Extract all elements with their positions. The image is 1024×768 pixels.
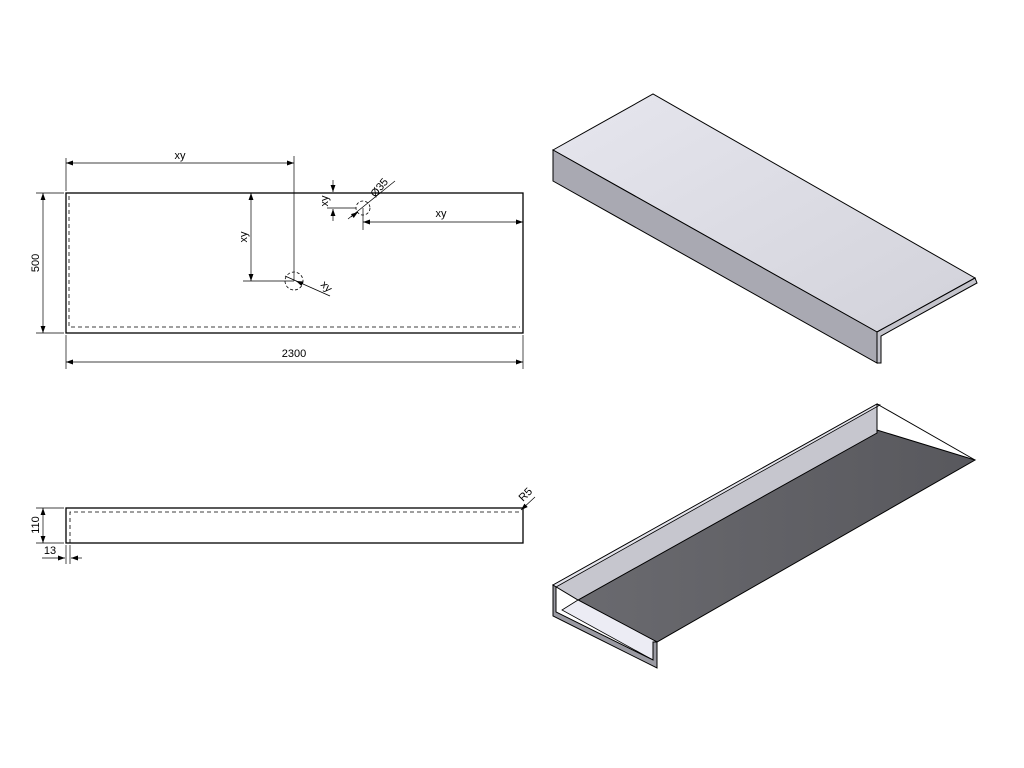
large-hole-y-dimension: xy — [238, 231, 250, 243]
length-dimension: 2300 — [282, 348, 306, 360]
small-hole-x-dimension: xy — [436, 208, 448, 220]
side-view: 110 13 R5 — [30, 486, 536, 564]
depth-dimension: 500 — [30, 254, 42, 272]
side-return-face — [876, 277, 978, 364]
end-profile — [552, 584, 658, 669]
small-hole-diameter-dimension: Ø35 — [368, 176, 391, 200]
isometric-bottom-view — [552, 403, 977, 669]
large-hole-size-dimension: xy — [318, 279, 335, 296]
large-hole-x-dimension: xy — [175, 150, 187, 162]
side-hidden-line — [69, 511, 520, 543]
plan-view: 2300 500 xy xy xy xy xy Ø35 — [30, 150, 524, 369]
hidden-edge-line — [68, 196, 520, 328]
isometric-top-view — [551, 93, 978, 364]
radius-dimension: R5 — [517, 486, 535, 504]
side-profile-outline — [65, 507, 524, 544]
small-hole-y-dimension: xy — [319, 195, 331, 207]
thickness-dimension: 13 — [44, 545, 56, 557]
height-dimension: 110 — [30, 516, 42, 534]
countertop-outline — [65, 192, 524, 334]
